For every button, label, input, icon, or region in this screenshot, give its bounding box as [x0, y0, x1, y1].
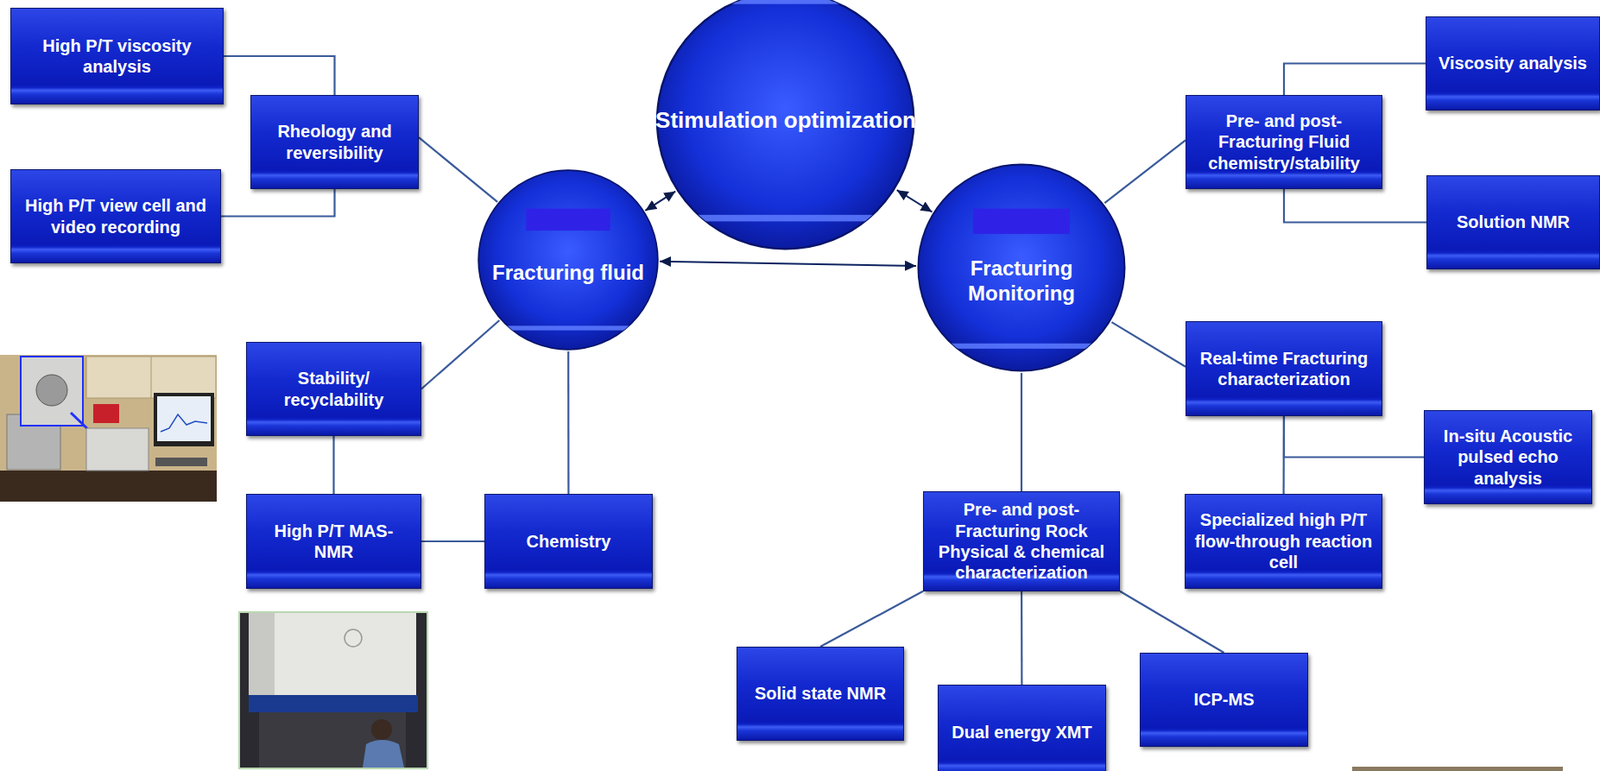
- node-label: In-situ Acoustic pulsed echo analysis: [1433, 425, 1583, 489]
- node-label: High P/T viscosity analysis: [19, 35, 215, 78]
- connector-line: [332, 436, 335, 494]
- circle-bevel: [654, 215, 917, 222]
- connector-line: [421, 320, 500, 390]
- connector-line: [820, 591, 924, 647]
- connector-line: [421, 540, 485, 543]
- process-box: Rheology and reversibility: [250, 94, 419, 190]
- screen-plot: [160, 414, 208, 432]
- photo-edge: [1352, 766, 1563, 771]
- node-label: Chemistry: [526, 531, 612, 552]
- process-box: ICP-MS: [1139, 652, 1309, 747]
- connector-line: [1283, 189, 1427, 223]
- inset-equipment: [36, 374, 68, 406]
- node-label: ICP-MS: [1194, 689, 1255, 710]
- node-label: Specialized high P/T flow-through reacti…: [1194, 509, 1373, 573]
- process-box: High P/T view cell and video recording: [10, 169, 222, 264]
- process-box: High P/T viscosity analysis: [10, 7, 224, 105]
- node-label: Solution NMR: [1456, 211, 1570, 233]
- connector-line: [897, 189, 933, 212]
- connector-line: [1119, 591, 1225, 653]
- process-box: Dual energy XMT: [937, 684, 1107, 771]
- circle-bevel: [916, 343, 1127, 349]
- magnet-body: [248, 613, 417, 696]
- circle-bevel: [654, 0, 917, 5]
- topic-circle: Fracturing fluid: [476, 168, 660, 352]
- node-label: Fracturing fluid: [492, 259, 645, 285]
- connector-line: [1282, 416, 1285, 494]
- connector-line: [659, 261, 917, 266]
- process-box: High P/T MAS-NMR: [246, 493, 422, 589]
- process-box: Viscosity analysis: [1425, 16, 1600, 111]
- person-head: [371, 719, 393, 740]
- process-box: Specialized high P/T flow-through reacti…: [1184, 493, 1383, 589]
- keyboard: [155, 457, 208, 467]
- photo-wall: [0, 354, 217, 502]
- lab-bench: [0, 470, 217, 502]
- process-box: Solid state NMR: [736, 646, 905, 741]
- connector-line: [645, 191, 676, 211]
- photo-ground: [239, 612, 428, 769]
- circle-highlight: [525, 208, 611, 231]
- pump-unit: [86, 428, 149, 471]
- connector-line: [418, 137, 498, 203]
- node-label: Solid state NMR: [754, 683, 886, 704]
- magnet-stand: [259, 712, 406, 768]
- node-label: Dual energy XMT: [951, 721, 1092, 743]
- circle-bevel: [476, 325, 660, 330]
- monitor-screen: [157, 396, 211, 442]
- monitor: [153, 392, 215, 447]
- circle-highlight: [973, 208, 1070, 234]
- person-body: [362, 739, 405, 768]
- node-label: Viscosity analysis: [1438, 52, 1588, 74]
- node-label: Real-time Fracturing characterization: [1195, 347, 1373, 391]
- process-box: Solution NMR: [1426, 175, 1600, 270]
- lab-photo: [0, 354, 217, 502]
- process-box: Pre- and post- Fracturing Fluid chemistr…: [1185, 94, 1383, 190]
- topic-circle: Fracturing Monitoring: [916, 162, 1127, 374]
- node-label: Fracturing Monitoring: [916, 255, 1127, 307]
- node-label: Pre- and post- Fracturing Fluid chemistr…: [1195, 110, 1373, 174]
- cabinet-seam: [151, 356, 152, 399]
- connector-line: [221, 189, 336, 217]
- node-label: Rheology and reversibility: [259, 120, 410, 164]
- circle-fill: [478, 170, 658, 350]
- connector-line: [1111, 322, 1186, 367]
- process-box: Chemistry: [484, 493, 653, 589]
- magnet-dial: [344, 629, 362, 647]
- process-box: Stability/ recyclability: [246, 341, 422, 437]
- red-instrument: [93, 404, 120, 424]
- magnet-photo: [239, 612, 428, 769]
- connector-line: [1283, 416, 1424, 458]
- connector-line: [567, 351, 570, 494]
- node-label: Stimulation optimization: [655, 107, 917, 135]
- connector-line: [1104, 139, 1186, 203]
- topic-circle: Stimulation optimization: [654, 0, 917, 253]
- circle-shape: [476, 168, 660, 352]
- node-label: Stability/ recyclability: [255, 367, 412, 411]
- process-box: Pre- and post- Fracturing Rock Physical …: [923, 491, 1120, 592]
- connector-line: [1020, 373, 1023, 492]
- connector-line: [1283, 63, 1426, 96]
- node-label: High P/T view cell and video recording: [19, 195, 212, 238]
- node-label: High P/T MAS-NMR: [255, 520, 412, 563]
- magnet-band: [248, 695, 418, 713]
- process-box: In-situ Acoustic pulsed echo analysis: [1423, 410, 1593, 505]
- connector-line: [223, 56, 336, 95]
- magnet-shade: [248, 613, 275, 696]
- wall-cabinet: [86, 356, 216, 399]
- connector-line: [1020, 591, 1024, 685]
- process-box: Real-time Fracturing characterization: [1185, 321, 1383, 417]
- node-label: Pre- and post- Fracturing Rock Physical …: [932, 499, 1111, 584]
